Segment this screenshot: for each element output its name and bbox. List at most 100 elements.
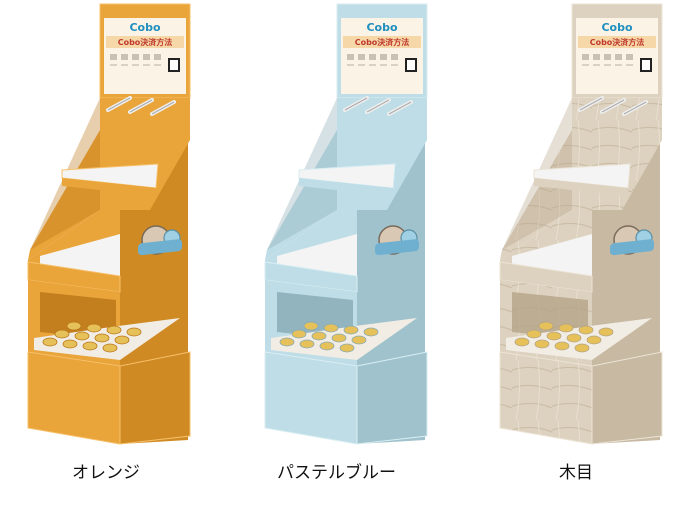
- sign-step-icon: [626, 54, 633, 60]
- sign-step-icon: [110, 54, 117, 60]
- sign-step-text: [154, 64, 161, 66]
- cup-holder: [86, 323, 102, 333]
- sign-step-text: [358, 64, 365, 66]
- cup-holder: [534, 339, 550, 349]
- cup-holder: [554, 341, 570, 351]
- sign-step-text: [615, 64, 622, 66]
- sign-headline-bar: [343, 36, 421, 48]
- base-front: [27, 351, 121, 445]
- base-side: [119, 351, 191, 445]
- sign-step-icon: [358, 54, 365, 60]
- cup-holder: [299, 339, 315, 349]
- cup-holder: [74, 331, 90, 341]
- cup-holder: [526, 329, 542, 339]
- sign-headline-bar: [578, 36, 656, 48]
- sign-step-icon: [615, 54, 622, 60]
- base-side: [591, 351, 663, 445]
- sign-headline: Cobo決済方法: [118, 37, 173, 47]
- cup-holder: [66, 321, 82, 331]
- cup-holder: [339, 343, 355, 353]
- cup-holder: [574, 343, 590, 353]
- sign-step-icon: [593, 54, 600, 60]
- base-front: [264, 351, 358, 445]
- middle-shelf: [277, 234, 357, 276]
- cup-holder: [514, 337, 530, 347]
- sign-step-icon: [143, 54, 150, 60]
- cup-holder: [62, 339, 78, 349]
- sign-logo: Cobo: [129, 21, 161, 34]
- cup-holder: [279, 337, 295, 347]
- cup-holder: [102, 343, 118, 353]
- hook-edge: [388, 101, 412, 115]
- sign-step-text: [143, 64, 150, 66]
- cup-holder: [558, 323, 574, 333]
- upper-shelf-lip: [534, 178, 628, 196]
- cup-holder: [363, 327, 379, 337]
- cup-holder: [598, 327, 614, 337]
- sign-step-text: [604, 64, 611, 66]
- sign-step-text: [380, 64, 387, 66]
- sign-step-text: [593, 64, 600, 66]
- sign-step-text: [121, 64, 128, 66]
- sign-headline: Cobo決済方法: [590, 37, 645, 47]
- cup-holder: [538, 321, 554, 331]
- sign-headline: Cobo決済方法: [355, 37, 410, 47]
- sign-step-icon: [132, 54, 139, 60]
- cup-holder: [343, 325, 359, 335]
- cup-holder: [311, 331, 327, 341]
- cup-holder: [126, 327, 142, 337]
- sign-step-icon: [391, 54, 398, 60]
- sign-qr-inner: [642, 60, 650, 70]
- sign-step-icon: [380, 54, 387, 60]
- sign-step-text: [347, 64, 354, 66]
- sign-step-text: [369, 64, 376, 66]
- sign-qr-inner: [407, 60, 415, 70]
- cup-holder: [586, 335, 602, 345]
- sign-step-text: [110, 64, 117, 66]
- cup-holder: [94, 333, 110, 343]
- sign-step-text: [582, 64, 589, 66]
- sign-step-icon: [154, 54, 161, 60]
- middle-shelf: [512, 234, 592, 276]
- hook-edge: [366, 99, 390, 113]
- upper-shelf-lip: [299, 178, 393, 196]
- cup-holder: [42, 337, 58, 347]
- caption-pastel-blue: パステルブルー: [277, 463, 396, 483]
- hook-edge: [579, 97, 603, 111]
- sign-qr-inner: [170, 60, 178, 70]
- mascot-logo-bar: [610, 239, 654, 256]
- hook-edge: [129, 99, 153, 113]
- cup-holder: [106, 325, 122, 335]
- sign-step-text: [132, 64, 139, 66]
- sign-step-text: [391, 64, 398, 66]
- sign-step-icon: [582, 54, 589, 60]
- middle-shelf: [40, 234, 120, 276]
- hook-edge: [601, 99, 625, 113]
- sign-step-icon: [347, 54, 354, 60]
- mascot-logo-bar: [138, 239, 182, 256]
- hook-edge: [151, 101, 175, 115]
- cup-holder: [303, 321, 319, 331]
- sign-logo: Cobo: [366, 21, 398, 34]
- cup-holder: [578, 325, 594, 335]
- sign-step-icon: [369, 54, 376, 60]
- cup-holder: [319, 341, 335, 351]
- hook-edge: [107, 97, 131, 111]
- base-side: [356, 351, 428, 445]
- cup-holder: [323, 323, 339, 333]
- cup-holder: [331, 333, 347, 343]
- sign-headline-bar: [106, 36, 184, 48]
- sign-step-icon: [604, 54, 611, 60]
- sign-step-text: [626, 64, 633, 66]
- sign-step-icon: [121, 54, 128, 60]
- caption-orange: オレンジ: [72, 463, 140, 483]
- cup-holder: [54, 329, 70, 339]
- caption-woodgrain: 木目: [559, 463, 593, 483]
- hook-edge: [623, 101, 647, 115]
- cup-holder: [291, 329, 307, 339]
- cup-holder: [82, 341, 98, 351]
